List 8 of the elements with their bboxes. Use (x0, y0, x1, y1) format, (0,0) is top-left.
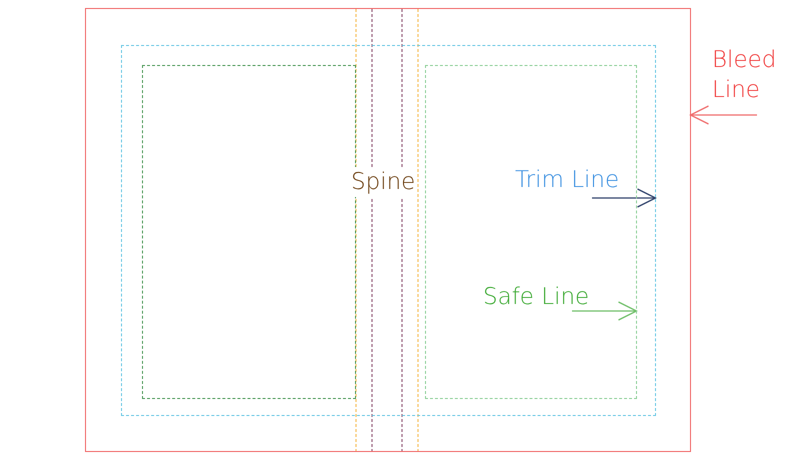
spine-label: Spine (351, 167, 416, 197)
arrow (690, 105, 757, 125)
callout-label: Bleed Line (712, 45, 792, 105)
callout-label: Trim Line (515, 165, 620, 195)
arrow (572, 301, 638, 321)
safe-area-box (425, 65, 637, 399)
arrow (592, 188, 656, 208)
callout-label: Safe Line (483, 282, 590, 312)
